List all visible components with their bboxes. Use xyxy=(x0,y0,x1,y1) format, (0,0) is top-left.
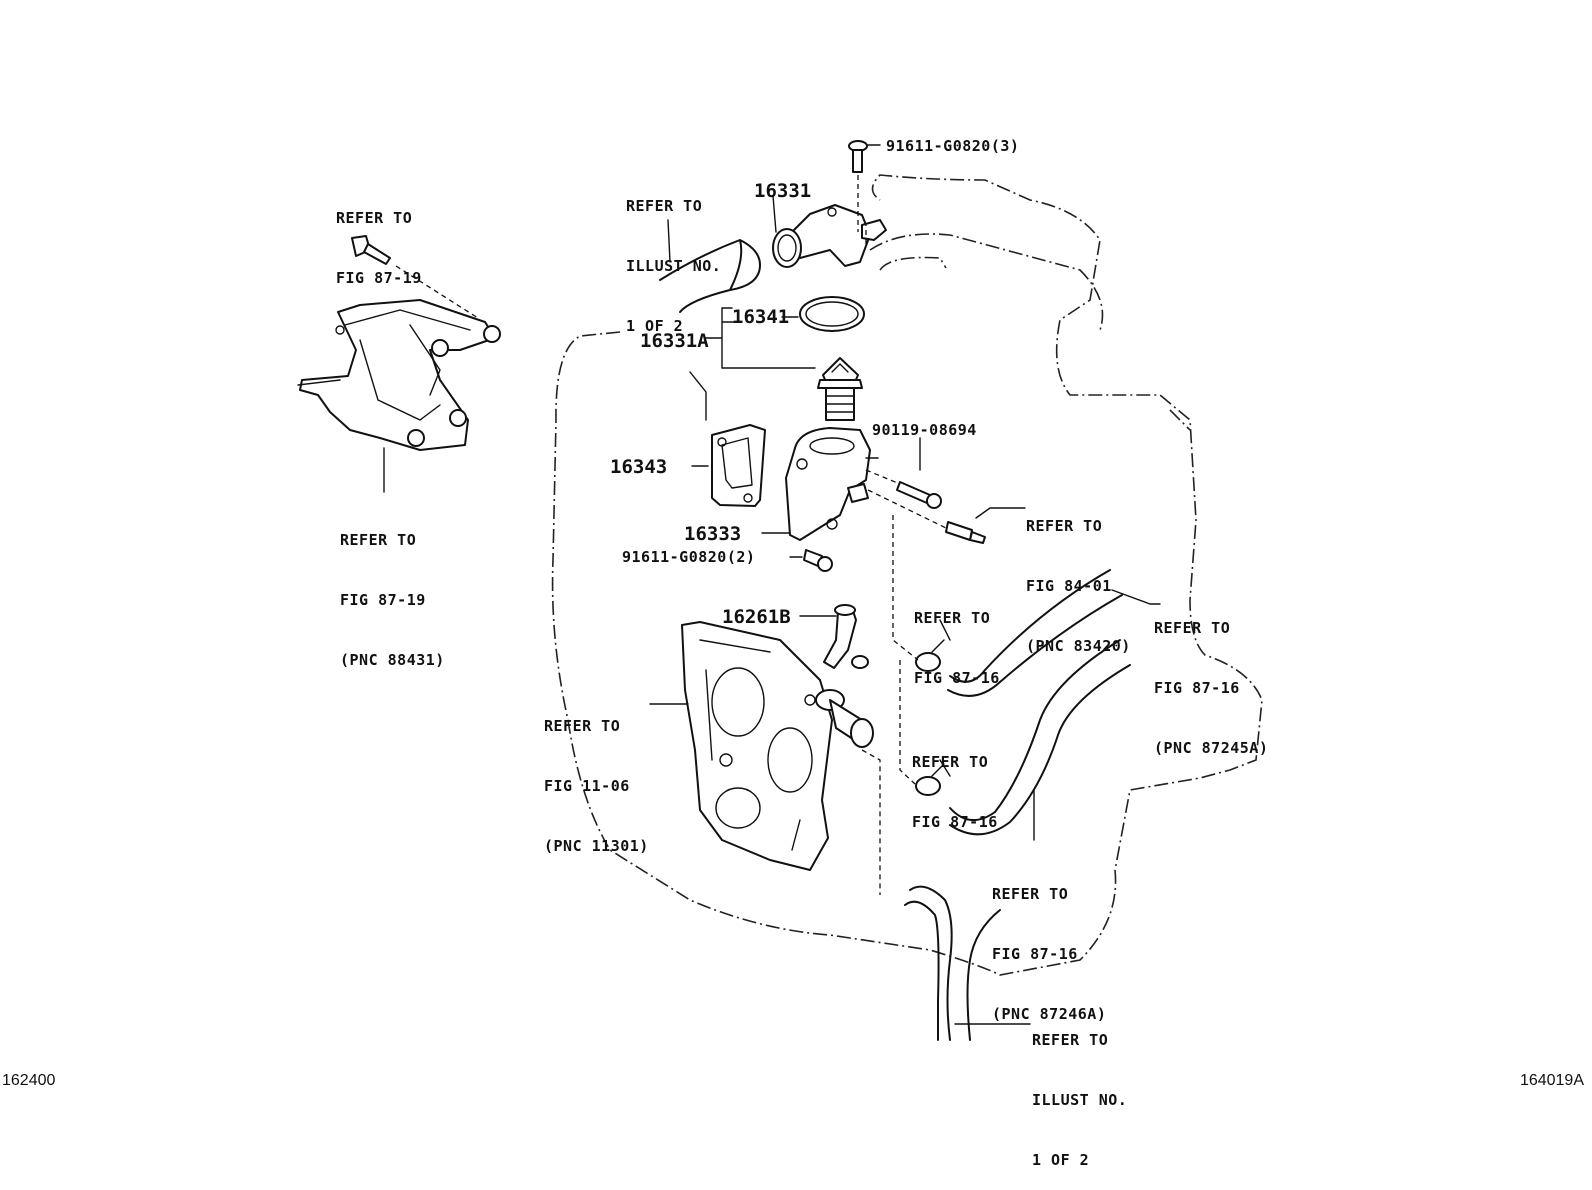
upper-hose xyxy=(659,239,761,313)
ref-fig-87-16-a: REFER TO FIG 87-16 xyxy=(914,609,1000,687)
ref-fig-87-19-top: REFER TO FIG 87-19 xyxy=(336,209,422,287)
bolt-90119-08694 xyxy=(896,481,942,509)
bottom-hose xyxy=(904,885,1001,1041)
water-pump-cover xyxy=(681,621,874,871)
clamp-87-16-a xyxy=(915,639,945,672)
ref-fig-84-01: REFER TO FIG 84-01 (PNC 83420) xyxy=(1026,517,1131,655)
footer-right-code: 164019A xyxy=(1519,1072,1584,1089)
engine-mount-bracket xyxy=(297,299,501,451)
engine-inner-outline xyxy=(869,233,1191,431)
part-label-16331A: 16331A xyxy=(640,330,709,352)
sensor-83420 xyxy=(945,521,986,544)
part-label-16333: 16333 xyxy=(684,523,742,545)
dash-clamp-b xyxy=(899,660,916,785)
part-label-bolt-top: 91611-G0820(3) xyxy=(886,137,1020,155)
part-label-16261B: 16261B xyxy=(722,606,791,628)
dash-sensor xyxy=(867,489,947,529)
ref-fig-87-16-b: REFER TO FIG 87-16 xyxy=(912,753,998,831)
dash-clamp-a xyxy=(892,515,919,661)
gasket-16343 xyxy=(711,424,766,507)
part-label-16343: 16343 xyxy=(610,456,668,478)
bracket-bolt xyxy=(351,235,391,265)
ref-illust-bottom: REFER TO ILLUST NO. 1 OF 2 xyxy=(1032,1031,1128,1169)
ref-illust-top: REFER TO ILLUST NO. 1 OF 2 xyxy=(626,197,722,335)
water-outlet-16331 xyxy=(772,204,887,268)
hose-87245A xyxy=(947,569,1123,697)
gasket-16341 xyxy=(799,296,865,332)
dash-bolt-side xyxy=(865,469,901,485)
leader-illust-top xyxy=(667,219,671,263)
housing-16333 xyxy=(785,427,879,541)
part-label-bolt-side: 90119-08694 xyxy=(872,421,977,439)
diagram-drawing xyxy=(297,140,1263,1041)
leader-87245A xyxy=(1111,589,1161,605)
ref-fig-87-19-bottom: REFER TO FIG 87-19 (PNC 88431) xyxy=(340,531,445,669)
dash-pump xyxy=(861,749,881,895)
part-label-16331: 16331 xyxy=(754,180,812,202)
parts-diagram: 16331 16341 16331A 16343 16333 16261B 91… xyxy=(2,137,1584,1169)
bolt-91611-3 xyxy=(848,140,868,173)
part-label-16341: 16341 xyxy=(732,306,790,328)
part-label-bolt-mid: 91611-G0820(2) xyxy=(622,548,756,566)
pipe-16261B xyxy=(823,604,869,669)
ref-fig-87-16-87246a: REFER TO FIG 87-16 (PNC 87246A) xyxy=(992,885,1107,1023)
bracket-16331A xyxy=(689,307,816,421)
engine-outline xyxy=(551,174,1263,976)
dash-bracket-bolt xyxy=(395,265,479,319)
leader-16331 xyxy=(772,195,777,233)
ref-fig-87-16-87245a: REFER TO FIG 87-16 (PNC 87245A) xyxy=(1154,619,1269,757)
thermostat xyxy=(817,357,863,421)
leader-sensor xyxy=(975,507,1026,519)
ref-fig-11-06: REFER TO FIG 11-06 (PNC 11301) xyxy=(544,717,649,855)
leader-clamp-b xyxy=(939,759,951,777)
clamp-87-16-b xyxy=(915,763,945,796)
leader-clamp-a xyxy=(939,619,951,641)
hose-87246A xyxy=(949,639,1131,836)
bolt-91611-2 xyxy=(803,549,833,572)
footer-left-code: 162400 xyxy=(2,1072,56,1089)
